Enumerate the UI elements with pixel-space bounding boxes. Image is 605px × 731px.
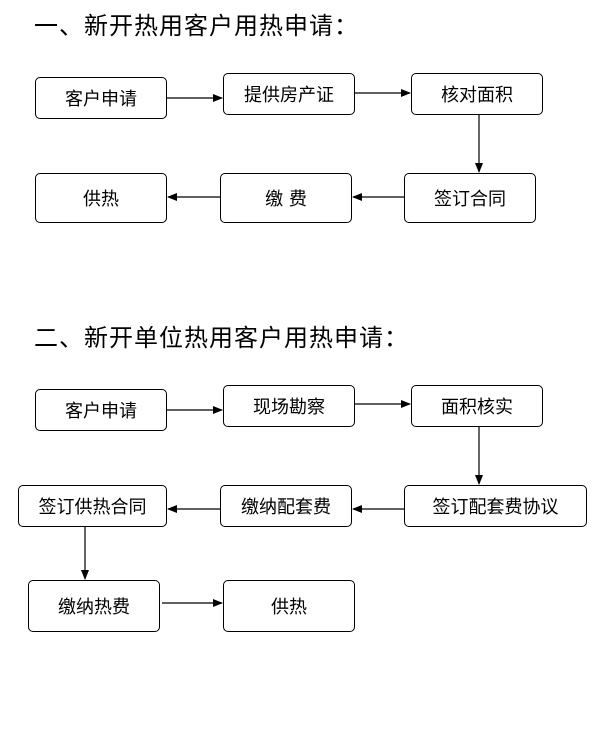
- s2-step-pay-supporting-fee: 缴纳配套费: [220, 485, 352, 527]
- s2-step-area-verification: 面积核实: [411, 385, 543, 427]
- s1-step-customer-apply: 客户申请: [35, 77, 167, 119]
- section-1-title: 一、新开热用客户用热申请：: [34, 12, 359, 40]
- s1-step-heating-supply: 供热: [35, 173, 167, 223]
- section-2-title: 二、新开单位热用客户用热申请：: [34, 324, 409, 352]
- s2-step-site-survey: 现场勘察: [223, 385, 355, 427]
- s2-step-pay-heating-fee: 缴纳热费: [28, 580, 160, 632]
- s1-step-sign-contract: 签订合同: [404, 173, 536, 223]
- s2-step-sign-heating-contract: 签订供热合同: [18, 485, 167, 527]
- s1-step-provide-property-cert: 提供房产证: [223, 73, 355, 115]
- s2-step-sign-fee-agreement: 签订配套费协议: [404, 485, 587, 527]
- s2-step-heating-supply: 供热: [223, 580, 355, 632]
- s1-step-pay: 缴 费: [220, 173, 352, 223]
- s2-step-customer-apply: 客户申请: [35, 389, 167, 431]
- s1-step-verify-area: 核对面积: [411, 73, 543, 115]
